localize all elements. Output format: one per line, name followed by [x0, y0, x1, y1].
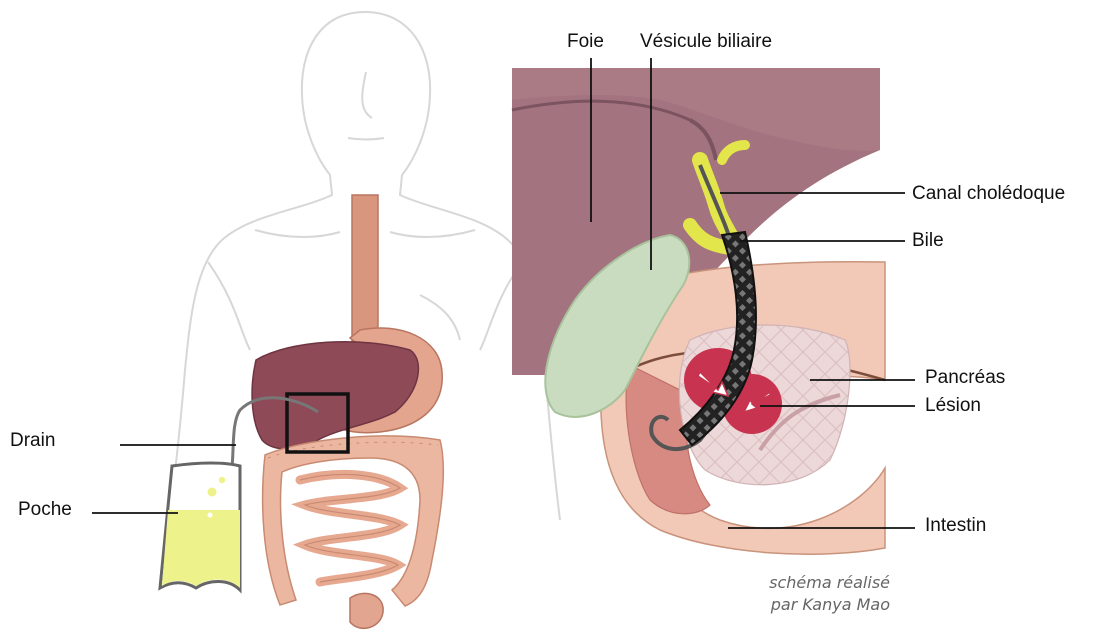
label-drain: Drain	[10, 431, 55, 450]
credit: schéma réalisé par Kanya Mao	[700, 572, 890, 615]
label-bile: Bile	[912, 231, 944, 250]
label-bile-duct: Canal cholédoque	[912, 184, 1065, 203]
label-intestine: Intestin	[925, 516, 986, 535]
credit-line-1: schéma réalisé	[700, 572, 890, 594]
label-lesion: Lésion	[925, 396, 981, 415]
label-liver: Foie	[567, 32, 604, 51]
label-gallbladder: Vésicule biliaire	[640, 32, 772, 51]
detail-view	[512, 68, 885, 554]
drainage-bag	[160, 463, 240, 590]
rectum	[350, 593, 383, 628]
small-intestine	[300, 474, 400, 582]
label-pancreas: Pancréas	[925, 368, 1005, 387]
label-bag: Poche	[18, 500, 72, 519]
credit-line-2: par Kanya Mao	[700, 594, 890, 616]
esophagus	[352, 195, 378, 342]
